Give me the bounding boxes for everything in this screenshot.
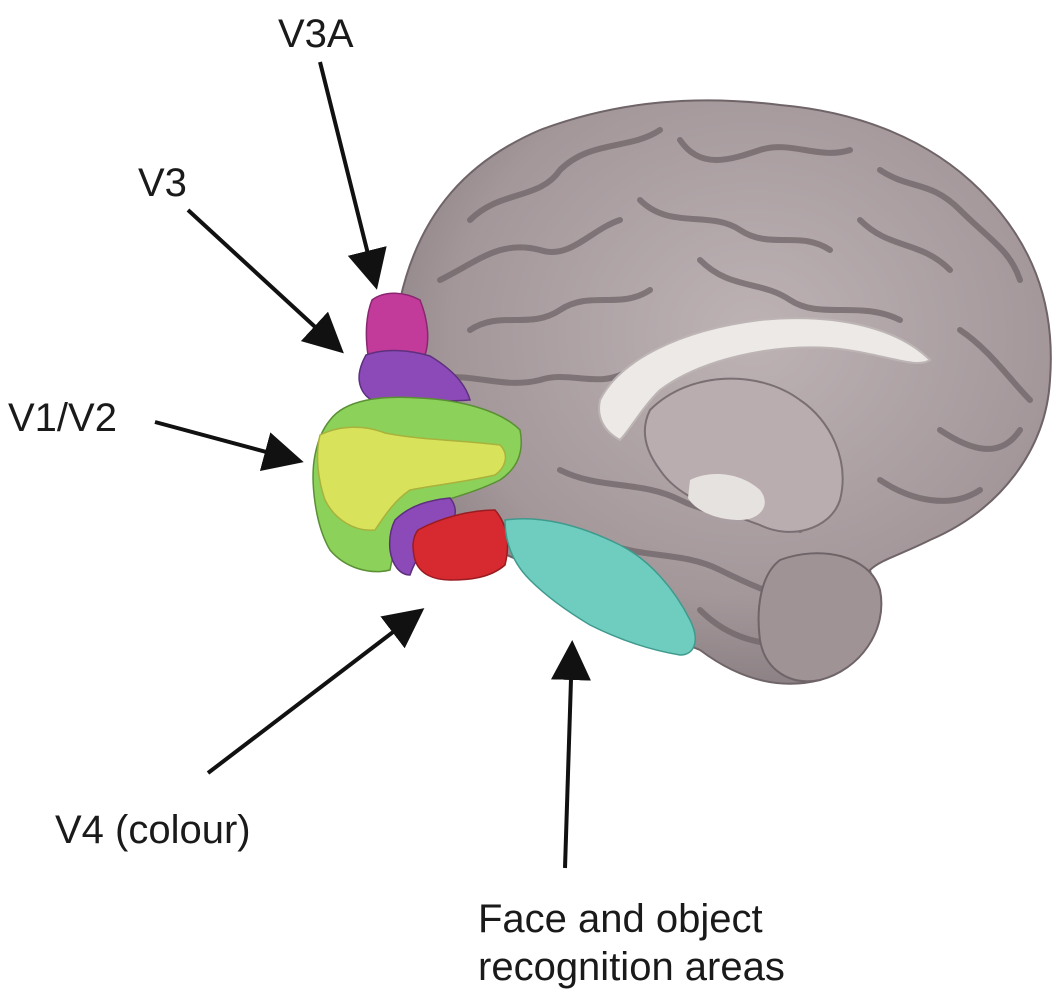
arrow-face-object — [565, 648, 572, 868]
label-face-line-2: recognition areas — [478, 943, 785, 991]
arrow-v3 — [188, 210, 338, 348]
label-face-object-recognition: Face and object recognition areas — [478, 895, 785, 991]
arrow-v4 — [208, 613, 418, 773]
lower-lobe — [759, 553, 882, 681]
label-v1-v2: V1/V2 — [8, 398, 117, 438]
arrow-v3a — [320, 62, 375, 282]
label-face-line-1: Face and object — [478, 895, 785, 943]
arrow-v1v2 — [155, 422, 296, 460]
label-v3a: V3A — [278, 14, 354, 54]
region-v3a — [366, 293, 427, 355]
label-v4-colour: V4 (colour) — [55, 810, 251, 850]
label-v3: V3 — [138, 163, 187, 203]
